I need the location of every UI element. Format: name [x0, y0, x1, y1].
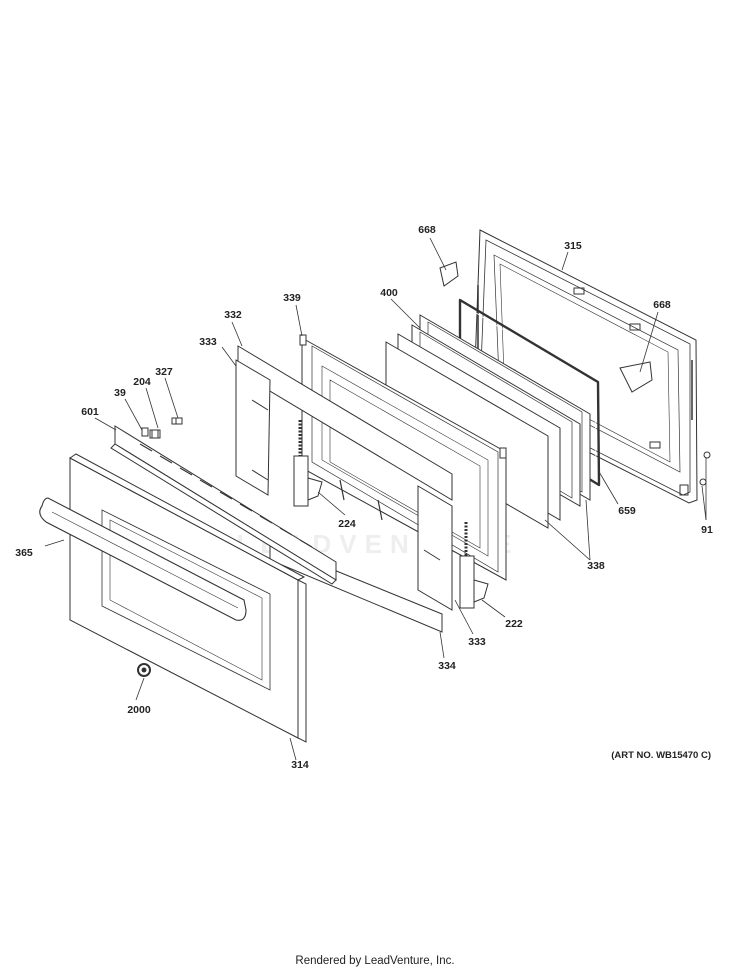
callout-601: 601: [81, 406, 99, 418]
callout-338: 338: [587, 560, 605, 572]
vent-slots: [139, 443, 313, 548]
callout-334: 334: [438, 660, 456, 672]
footer-credit: Rendered by LeadVenture, Inc.: [295, 955, 455, 967]
callout-91: 91: [701, 524, 713, 536]
callout-315: 315: [564, 240, 582, 252]
leader-lines: [44, 237, 707, 761]
vent-bracket-601: [110, 417, 337, 585]
callout-332: 332: [224, 309, 242, 321]
outer-door-314: [69, 453, 307, 743]
hinge-224: [293, 420, 323, 507]
insulation-332-333: [235, 345, 453, 611]
callout-365: 365: [15, 547, 33, 559]
callout-224: 224: [338, 518, 356, 530]
callout-222: 222: [505, 618, 523, 630]
callout-204: 204: [133, 376, 151, 388]
callout-333-upper: 333: [199, 336, 217, 348]
insulation-pad-668-upper: [439, 261, 459, 287]
callout-labels: 668 315 668 400 339 332 333 327 204 39 6…: [15, 224, 713, 771]
callout-333-lower: 333: [468, 636, 486, 648]
callout-314: 314: [291, 759, 309, 771]
callout-659: 659: [618, 505, 636, 517]
callout-327: 327: [155, 366, 173, 378]
hinge-222: [459, 522, 489, 609]
callout-668-upper: 668: [418, 224, 436, 236]
callout-39: 39: [114, 387, 126, 399]
insulation-pad-668-lower: [619, 361, 653, 393]
callout-339: 339: [283, 292, 301, 304]
callout-668-lower: 668: [653, 299, 671, 311]
callout-400: 400: [380, 287, 398, 299]
rear-door-panel: [473, 229, 698, 504]
art-number: (ART NO. WB15470 C): [611, 750, 711, 761]
callout-2000: 2000: [127, 704, 151, 716]
